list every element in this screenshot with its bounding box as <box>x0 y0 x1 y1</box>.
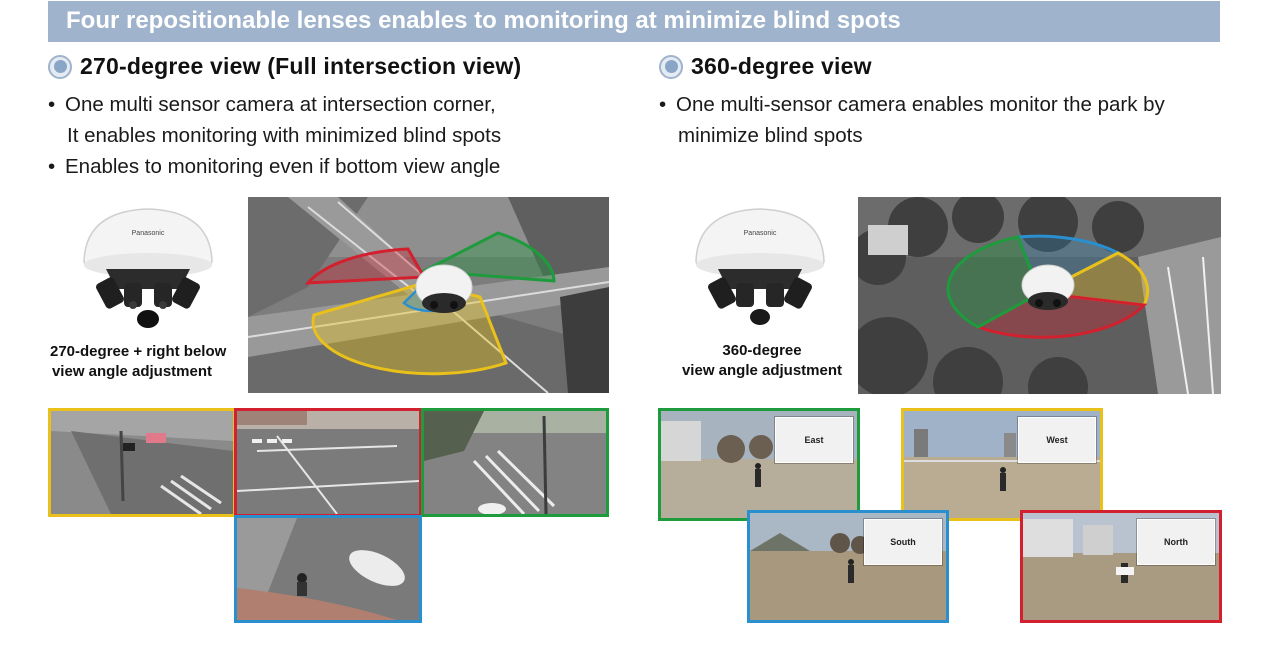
caption-line: view angle adjustment <box>51 363 213 380</box>
park-view-thumbnail-north: North <box>1020 510 1222 623</box>
caption-line: view angle adjustment <box>681 362 843 379</box>
radio-bullet-icon <box>48 54 72 79</box>
camera-caption-360: 360-degree view angle adjustment <box>672 341 852 381</box>
camera-view-thumbnail-green <box>421 408 609 517</box>
caption-line: 270-degree + right below <box>50 343 227 360</box>
camera-view-thumbnail-blue <box>234 515 422 623</box>
bullet-text: One multi-sensor camera enables monitor … <box>676 93 1165 116</box>
bullet-text-continued: It enables monitoring with minimized bli… <box>67 124 502 147</box>
heading-270-degree: 270-degree view (Full intersection view) <box>80 53 522 79</box>
bullet-item: One multi sensor camera at intersection … <box>48 89 501 151</box>
bullet-item: One multi-sensor camera enables monitor … <box>659 89 1165 151</box>
park-view-thumbnail-east: East <box>658 408 860 521</box>
camera-view-thumbnail-yellow <box>48 408 236 517</box>
multi-sensor-camera-image: Panasonic <box>83 208 213 328</box>
bullet-text: Enables to monitoring even if bottom vie… <box>65 155 501 178</box>
camera-view-thumbnail-red <box>234 408 422 517</box>
camera-brand-text: Panasonic <box>132 230 165 237</box>
bullet-list-360: One multi-sensor camera enables monitor … <box>659 89 1165 151</box>
direction-sign-east: East <box>775 417 853 463</box>
direction-sign-west: West <box>1018 417 1096 463</box>
camera-caption-270: 270-degree + right below view angle adju… <box>50 342 227 382</box>
intersection-overview-photo <box>248 197 609 393</box>
banner-title: Four repositionable lenses enables to mo… <box>66 7 901 34</box>
multi-sensor-camera-image: Panasonic <box>695 208 825 325</box>
radio-bullet-icon <box>659 54 683 79</box>
park-overview-photo <box>858 197 1221 394</box>
title-banner: Four repositionable lenses enables to mo… <box>48 1 1220 42</box>
bullet-item: Enables to monitoring even if bottom vie… <box>48 151 501 182</box>
section-heading-360: 360-degree view <box>659 53 872 80</box>
park-view-thumbnail-south: South <box>747 510 949 623</box>
heading-360-degree: 360-degree view <box>691 53 872 79</box>
camera-brand-text: Panasonic <box>744 230 777 237</box>
direction-sign-north: North <box>1137 519 1215 565</box>
caption-line: 360-degree <box>722 342 802 359</box>
section-heading-270: 270-degree view (Full intersection view) <box>48 53 521 80</box>
bullet-text: One multi sensor camera at intersection … <box>65 93 496 116</box>
bullet-list-270: One multi sensor camera at intersection … <box>48 89 501 182</box>
direction-sign-south: South <box>864 519 942 565</box>
park-view-thumbnail-west: West <box>901 408 1103 521</box>
bullet-text-continued: minimize blind spots <box>678 124 863 147</box>
